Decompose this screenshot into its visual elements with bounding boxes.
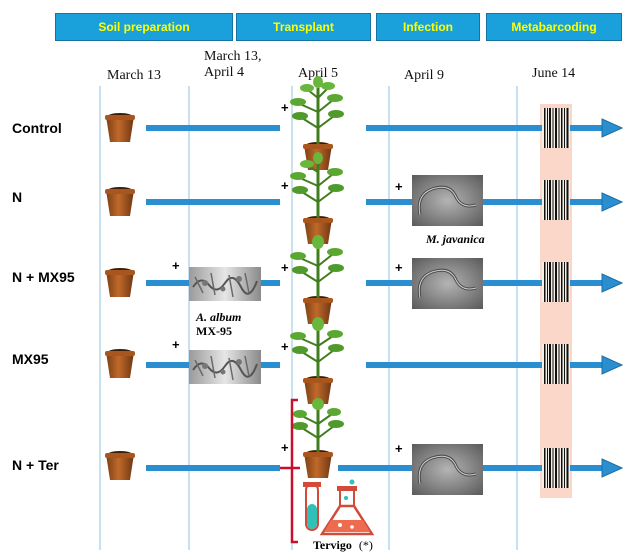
row-label-control: Control	[12, 120, 62, 136]
arrow-head	[601, 273, 623, 293]
product-mark: (*)	[358, 538, 373, 552]
fungus-strain-name: MX-95	[196, 324, 232, 338]
pot-icon	[105, 187, 135, 216]
arrow-segment	[366, 199, 604, 205]
barcode-icon	[542, 262, 570, 302]
arrow-head	[601, 355, 623, 375]
test-tube-icon	[303, 482, 321, 531]
row-label-mx95: MX95	[12, 351, 49, 367]
plus-sign: +	[281, 260, 289, 275]
date-march-13: March 13	[107, 68, 162, 83]
pot-icon	[105, 349, 135, 378]
barcode-icon	[542, 108, 570, 148]
arrow-head	[601, 118, 623, 138]
date-june-14: June 14	[532, 66, 576, 81]
row-label-n-mx95: N + MX95	[12, 269, 75, 285]
arrow-segment	[146, 465, 280, 471]
arrow-segment	[366, 280, 604, 286]
date-april-9: April 9	[404, 68, 445, 83]
phase-transplant: Transplant	[237, 14, 370, 40]
plant-icon	[290, 152, 344, 244]
nematode-caption: M. javanica	[426, 232, 486, 246]
fungus-image	[189, 350, 261, 384]
date-march-13-april-4: March 13, April 4	[204, 49, 262, 80]
nematode-image	[412, 175, 483, 226]
phase-soil-preparation: Soil preparation	[56, 14, 232, 40]
fungus-species-name: A. album	[196, 310, 242, 324]
plus-sign: +	[395, 441, 403, 456]
plus-sign: +	[281, 440, 289, 455]
plus-sign: +	[172, 337, 180, 352]
nematode-species-name: M. javanica	[426, 232, 485, 246]
product-illustration	[303, 479, 375, 536]
product-name: Tervigo	[313, 538, 352, 552]
arrow-segment	[146, 199, 280, 205]
arrow-segment	[366, 362, 604, 368]
flask-icon	[319, 479, 375, 536]
phase-metabarcoding: Metabarcoding	[487, 14, 621, 40]
fungus-image	[189, 267, 261, 301]
arrow-head	[601, 458, 623, 478]
pot-icon	[105, 268, 135, 297]
barcode-icon	[542, 344, 570, 384]
arrow-segment	[146, 125, 280, 131]
tervigo-bracket	[290, 398, 298, 544]
barcode-icon	[542, 448, 570, 488]
fungus-caption: A. album MX-95	[196, 310, 241, 338]
pot-icon	[105, 451, 135, 480]
phase-infection: Infection	[377, 14, 479, 40]
arrow-segment	[366, 125, 604, 131]
plus-sign: +	[281, 100, 289, 115]
plus-sign: +	[395, 179, 403, 194]
barcode-icon	[542, 180, 570, 220]
row-label-n-ter: N + Ter	[12, 457, 59, 473]
plus-sign: +	[395, 260, 403, 275]
plant-icon	[292, 398, 344, 478]
pot-icon	[105, 113, 135, 142]
plus-sign: +	[281, 339, 289, 354]
nematode-image	[412, 444, 483, 495]
nematode-image	[412, 258, 483, 309]
row-label-n: N	[12, 189, 23, 205]
product-caption: Tervigo (*)	[313, 538, 373, 552]
plant-icon	[290, 317, 344, 404]
arrow-head	[601, 192, 623, 212]
plant-icon	[290, 235, 344, 324]
plus-sign: +	[281, 178, 289, 193]
plus-sign: +	[172, 258, 180, 273]
